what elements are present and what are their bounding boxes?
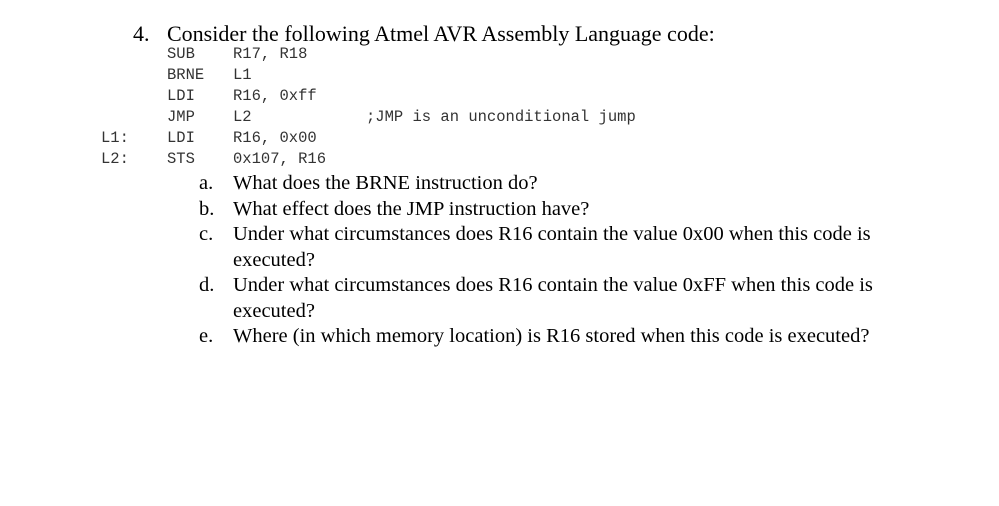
code-label: L2:: [101, 150, 129, 168]
sub-question-text: What effect does the JMP instruction hav…: [233, 197, 590, 220]
sub-question-a: a. What does the BRNE instruction do?: [0, 171, 999, 197]
code-line: BRNE L1: [0, 65, 999, 86]
sub-question-letter: b.: [199, 197, 215, 220]
sub-question-letter: d.: [199, 274, 215, 296]
sub-question-text: Where (in which memory location) is R16 …: [233, 325, 870, 347]
code-operands: R16, 0xff: [233, 87, 317, 105]
code-line: L1: LDI R16, 0x00: [0, 128, 999, 149]
code-opcode: JMP: [167, 108, 195, 126]
sub-question-text: What does the BRNE instruction do?: [233, 172, 538, 194]
sub-question-b: b. What effect does the JMP instruction …: [0, 197, 999, 223]
sub-question-d: d. Under what circumstances does R16 con…: [0, 273, 999, 324]
code-opcode: BRNE: [167, 66, 205, 84]
code-operands: R16, 0x00: [233, 129, 317, 147]
code-opcode: LDI: [167, 129, 195, 147]
code-label: L1:: [101, 129, 129, 147]
question-text: Consider the following Atmel AVR Assembl…: [167, 21, 715, 46]
sub-question-text: Under what circumstances does R16 contai…: [233, 223, 871, 271]
code-comment: ;JMP is an unconditional jump: [366, 108, 636, 126]
code-line: L2: STS 0x107, R16: [0, 149, 999, 170]
code-line: SUB R17, R18: [0, 44, 999, 65]
question-number: 4.: [133, 21, 150, 46]
code-operands: 0x107, R16: [233, 150, 327, 168]
code-operands: L2: [233, 108, 252, 126]
code-opcode: STS: [167, 150, 195, 168]
assembly-code-block: SUB R17, R18 BRNE L1 LDI R16, 0xff JMP L…: [0, 44, 999, 170]
sub-question-text: Under what circumstances does R16 contai…: [233, 274, 873, 322]
sub-question-letter: e.: [199, 325, 214, 347]
sub-question-e: e. Where (in which memory location) is R…: [0, 324, 999, 350]
code-opcode: LDI: [167, 87, 195, 105]
code-opcode: SUB: [167, 45, 195, 63]
sub-question-letter: c.: [199, 223, 214, 245]
code-operands: L1: [233, 66, 252, 84]
code-line: LDI R16, 0xff: [0, 86, 999, 107]
sub-question-letter: a.: [199, 172, 214, 194]
sub-question-c: c. Under what circumstances does R16 con…: [0, 222, 999, 273]
code-operands: R17, R18: [233, 45, 308, 63]
code-line: JMP L2 ;JMP is an unconditional jump: [0, 107, 999, 128]
sub-question-list: a. What does the BRNE instruction do? b.…: [0, 171, 999, 350]
